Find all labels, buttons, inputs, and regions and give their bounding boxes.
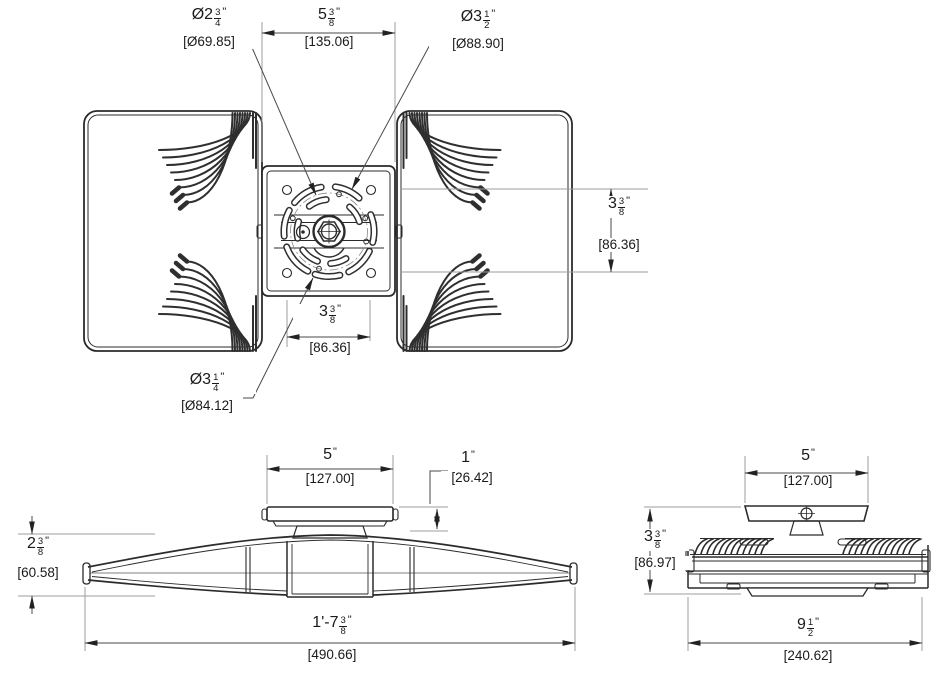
dim-mount-dia-mid-mm: [Ø84.12] <box>158 398 256 414</box>
dim-hole-spacing-vertical-mm: [86.36] <box>578 237 660 253</box>
dim-front-plate-width-value: 5" <box>303 446 357 464</box>
top-view-drawing <box>83 110 573 351</box>
dim-top-plate-width-mm: [135.06] <box>280 34 378 50</box>
dim-side-plate-width-mm: [127.00] <box>774 473 842 489</box>
dim-side-overall-width-mm: [240.62] <box>769 648 847 664</box>
dim-front-overall-width-mm: [490.66] <box>291 647 373 663</box>
dim-front-plate-width-mm: [127.00] <box>296 471 364 487</box>
dim-mount-dia-large-mm: [Ø88.90] <box>429 36 527 52</box>
dimension-lines <box>29 30 923 646</box>
front-view-drawing <box>82 506 578 598</box>
dim-front-plate-offset-value: 1" <box>444 449 492 467</box>
dim-front-plate-offset-mm: [26.42] <box>441 470 503 486</box>
dim-mount-dia-small-mm: [Ø69.85] <box>160 34 258 50</box>
dim-side-plate-width-value: 5" <box>781 447 835 465</box>
side-view-drawing <box>685 505 931 597</box>
dim-front-body-height-mm: [60.58] <box>5 565 71 581</box>
dim-side-overall-height-mm: [86.97] <box>618 555 692 571</box>
dim-hole-spacing-horizontal-mm: [86.36] <box>289 340 371 356</box>
